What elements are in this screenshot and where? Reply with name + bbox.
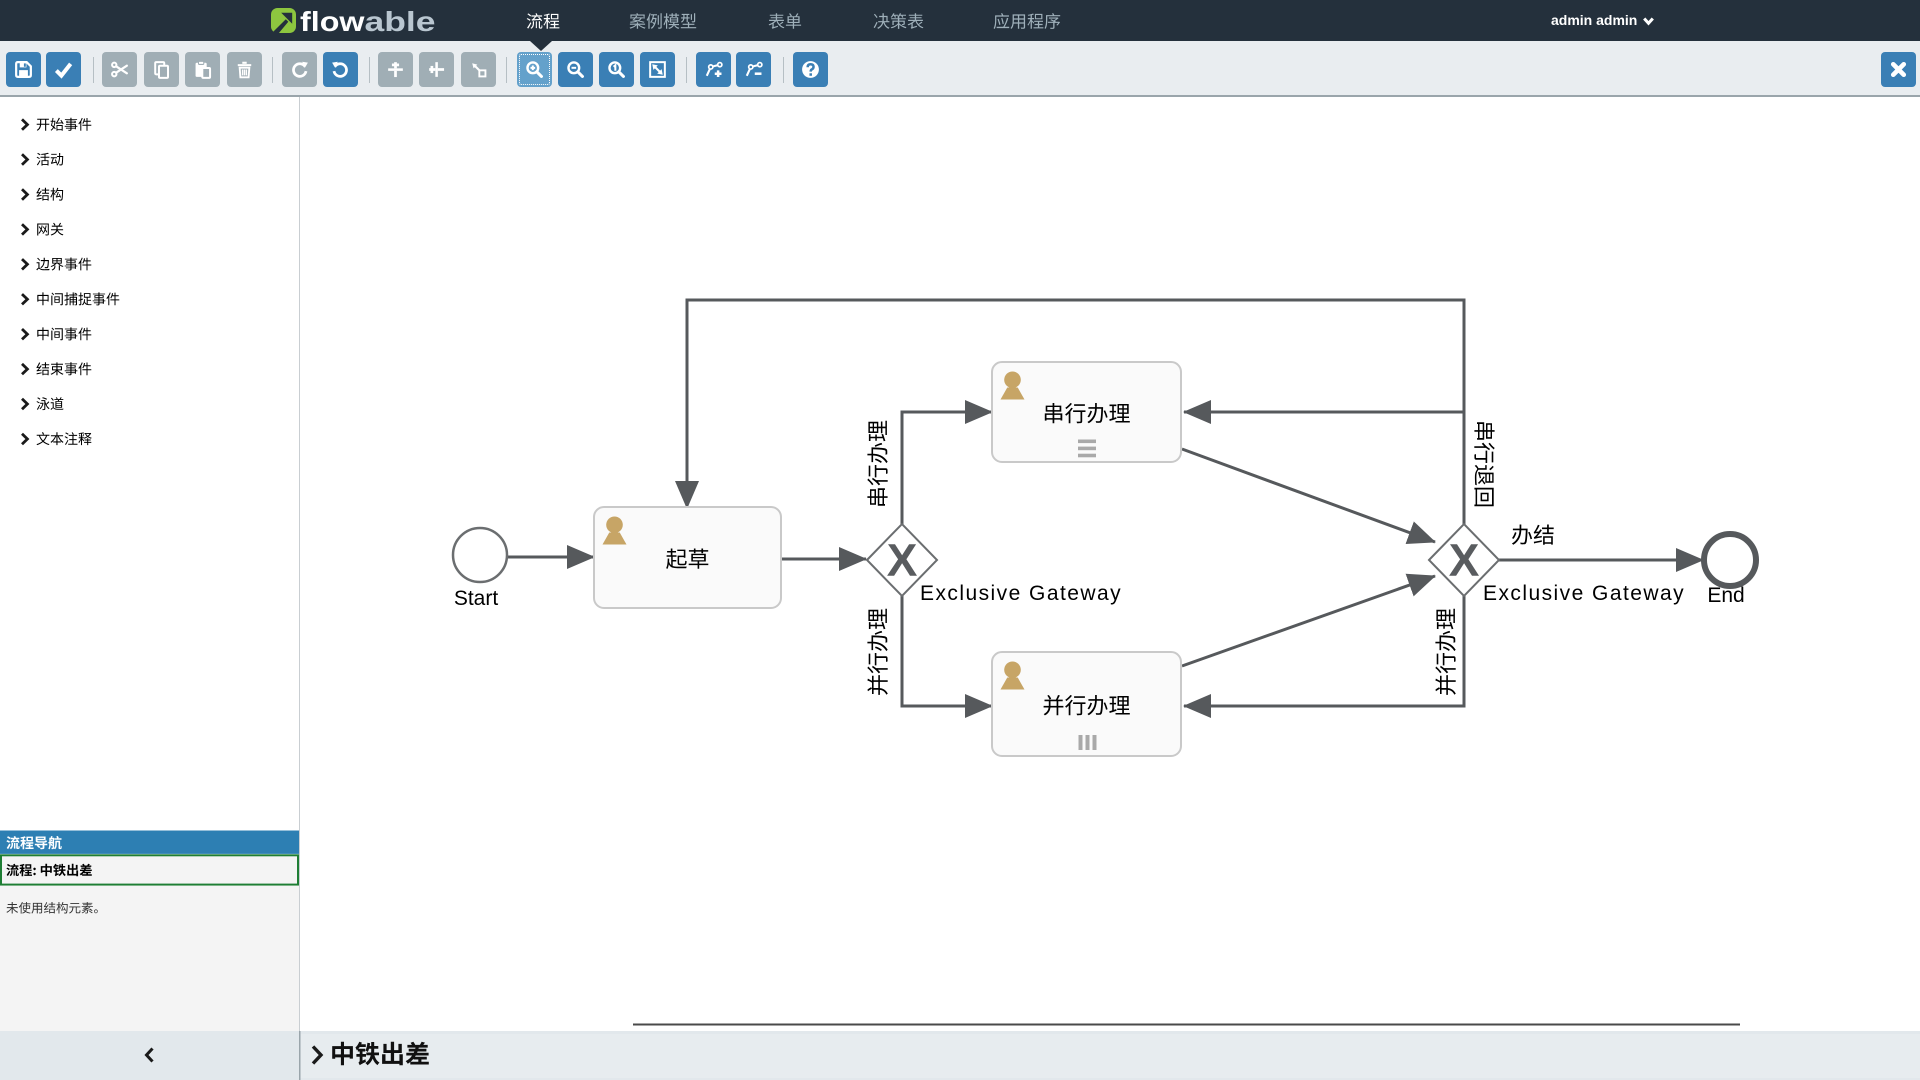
svg-text:able: able [365,6,436,36]
svg-text:Exclusive Gateway: Exclusive Gateway [1483,582,1685,605]
svg-text:Exclusive Gateway: Exclusive Gateway [920,582,1122,605]
svg-text:Start: Start [454,587,499,610]
svg-text:flow: flow [300,6,365,36]
svg-text:End: End [1707,584,1744,607]
